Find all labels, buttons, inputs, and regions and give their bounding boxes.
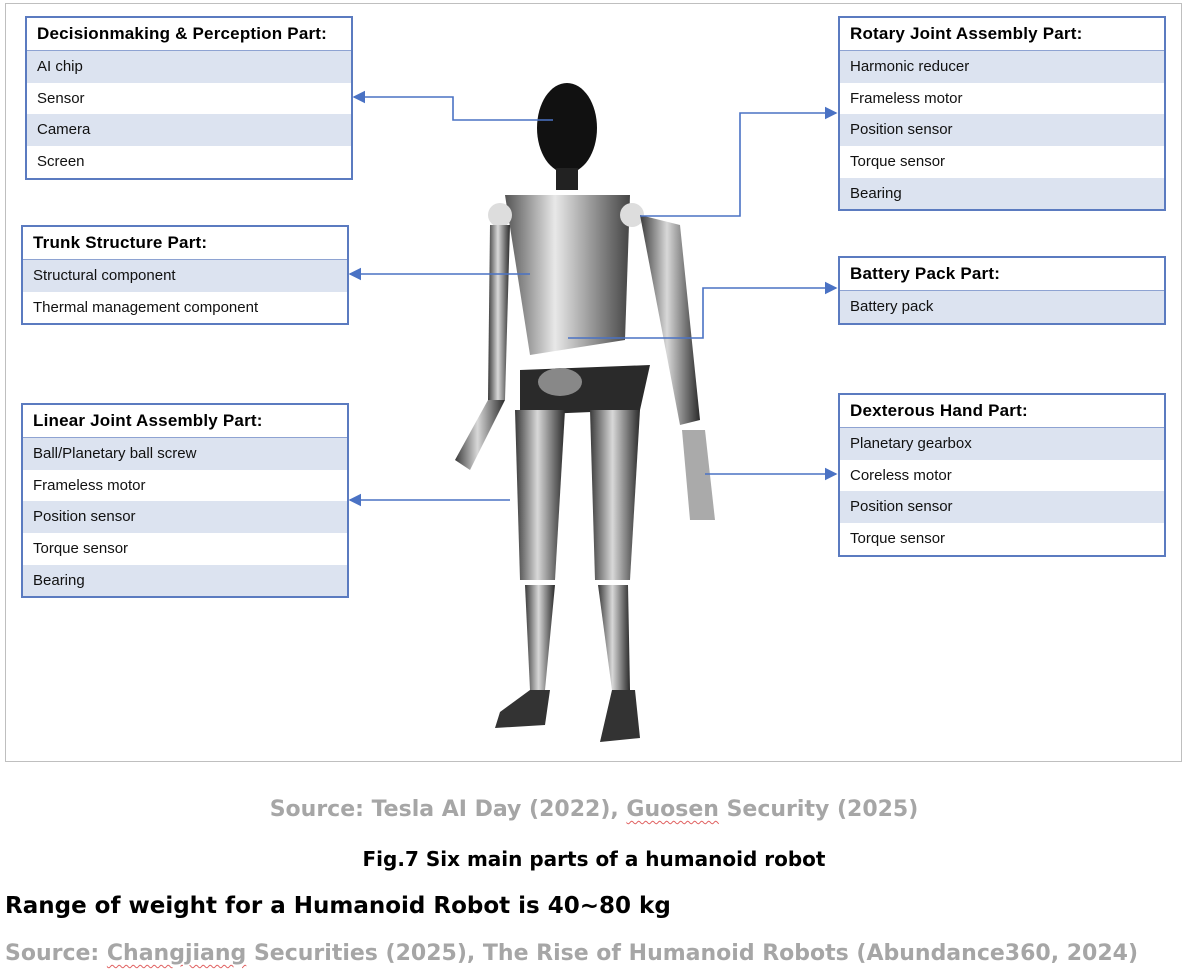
figure-frame	[5, 3, 1182, 762]
headline: Range of weight for a Humanoid Robot is …	[5, 893, 671, 919]
part-item: Structural component	[23, 260, 347, 292]
part-item: Planetary gearbox	[840, 428, 1164, 460]
figure-caption: Fig.7 Six main parts of a humanoid robot	[362, 847, 826, 871]
part-item: Thermal management component	[33, 298, 259, 316]
part-title: Rotary Joint Assembly Part:	[840, 18, 1164, 51]
decision-perception-part-box: Decisionmaking & Perception Part: AI chi…	[25, 16, 353, 180]
part-item: Bearing	[23, 564, 347, 597]
part-title: Trunk Structure Part:	[23, 227, 347, 260]
part-item: AI chip	[27, 51, 351, 83]
source-reference: Guosen	[626, 797, 719, 822]
source-text: Securities (2025), The Rise of Humanoid …	[246, 941, 1139, 966]
part-item: Position sensor	[840, 491, 1164, 524]
part-item: Sensor	[37, 89, 85, 107]
part-item: Torque sensor	[850, 530, 946, 548]
trunk-structure-part-box: Trunk Structure Part: Structural compone…	[21, 225, 349, 326]
figure-source: Source: Tesla AI Day (2022), Guosen Secu…	[0, 797, 1188, 822]
source-prefix: Source:	[269, 797, 372, 822]
source-prefix: Source:	[5, 941, 107, 966]
part-title: Battery Pack Part:	[840, 258, 1164, 291]
part-item: Screen	[37, 153, 85, 171]
part-item: Torque sensor	[33, 540, 129, 558]
part-item: Bearing	[840, 177, 1164, 210]
part-title: Linear Joint Assembly Part:	[23, 405, 347, 438]
part-title: Decisionmaking & Perception Part:	[27, 18, 351, 51]
dexterous-hand-part-box: Dexterous Hand Part: Planetary gearbox C…	[838, 393, 1166, 557]
source-text: Security (2025)	[718, 797, 919, 822]
part-item: Battery pack	[840, 291, 1164, 323]
robot-image	[455, 83, 715, 742]
part-item: Frameless motor	[850, 89, 963, 107]
part-title: Dexterous Hand Part:	[840, 395, 1164, 428]
source-text: (2022),	[521, 797, 627, 822]
robot-diagram	[348, 83, 838, 742]
linear-joint-part-box: Linear Joint Assembly Part: Ball/Planeta…	[21, 403, 349, 599]
part-item: Position sensor	[840, 114, 1164, 147]
connector-lines	[348, 90, 838, 507]
part-item: Ball/Planetary ball screw	[23, 438, 347, 470]
part-item: Camera	[27, 114, 351, 147]
rotary-joint-part-box: Rotary Joint Assembly Part: Harmonic red…	[838, 16, 1166, 212]
source-reference: Changjiang	[106, 941, 247, 966]
part-item: Harmonic reducer	[840, 51, 1164, 83]
headline-source: Source: Changjiang Securities (2025), Th…	[5, 941, 1138, 966]
source-reference: Tesla AI Day	[371, 797, 522, 822]
part-item: Position sensor	[23, 501, 347, 534]
battery-pack-part-box: Battery Pack Part: Battery pack	[838, 256, 1166, 325]
part-item: Coreless motor	[850, 466, 952, 484]
part-item: Frameless motor	[33, 476, 146, 494]
part-item: Torque sensor	[850, 153, 946, 171]
